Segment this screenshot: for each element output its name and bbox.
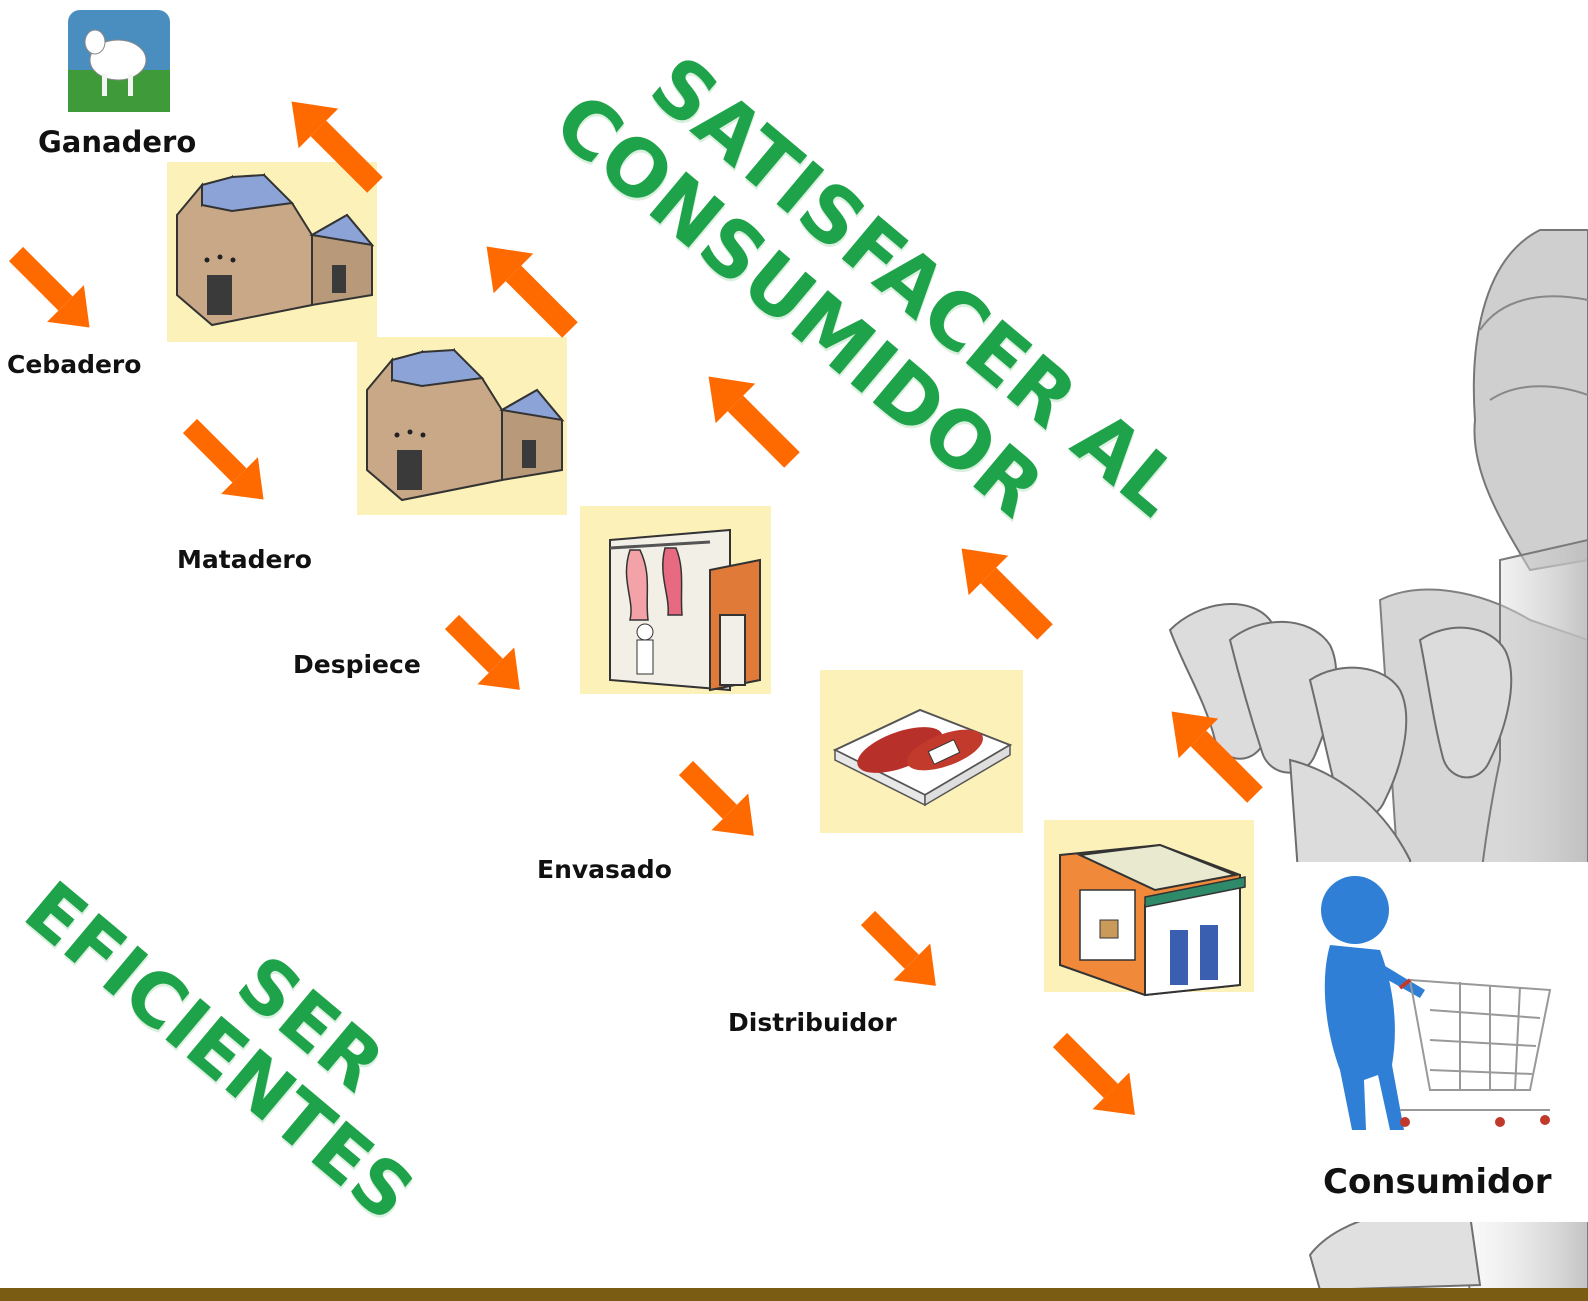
label-ganadero: Ganadero [38, 125, 197, 159]
slaughterhouse-icon [366, 348, 565, 502]
label-distribuidor: Distribuidor [728, 1008, 897, 1037]
label-despiece: Despiece [293, 650, 421, 679]
shopper-icon [1321, 876, 1552, 1130]
store-icon [1059, 843, 1246, 997]
arrow-icon [8, 101, 1263, 1115]
label-consumidor: Consumidor [1323, 1162, 1552, 1202]
label-envasado: Envasado [537, 855, 672, 884]
bottom-bar [0, 1288, 1588, 1301]
factory-icon [176, 173, 375, 327]
meat-tray-icon [832, 708, 1013, 807]
sheep-icon [68, 10, 170, 112]
label-cebadero: Cebadero [7, 350, 142, 379]
label-matadero: Matadero [177, 545, 312, 574]
butcher-room-icon [609, 528, 761, 692]
